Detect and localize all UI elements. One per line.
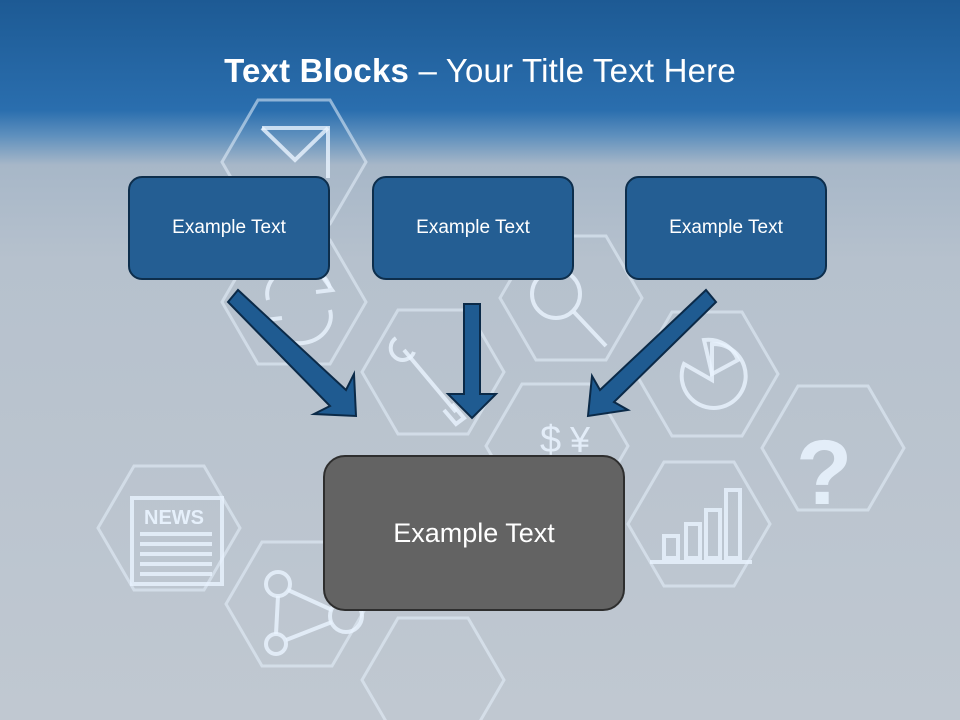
title-bold: Text Blocks — [224, 52, 410, 89]
question-mark-icon: ? — [796, 422, 852, 524]
arrow-right — [586, 288, 718, 418]
center-text-block-label: Example Text — [393, 517, 555, 548]
arrow-center — [445, 303, 499, 420]
dollar-icon: $ — [540, 419, 561, 461]
slide-title: Text Blocks – Your Title Text Here — [0, 52, 960, 90]
pie-chart-icon — [679, 337, 748, 410]
text-block-1-label: Example Text — [172, 217, 286, 238]
wrench-icon — [388, 336, 467, 427]
network-icon — [264, 570, 364, 656]
center-text-block[interactable]: Example Text — [323, 455, 625, 611]
news-icon — [130, 496, 224, 586]
arrow-left — [226, 288, 358, 418]
news-label: NEWS — [144, 507, 204, 529]
text-block-3-label: Example Text — [669, 217, 783, 238]
bar-chart-icon — [650, 488, 752, 564]
text-block-1[interactable]: Example Text — [128, 176, 330, 280]
yen-icon: ¥ — [569, 419, 591, 460]
title-rest: – Your Title Text Here — [418, 52, 736, 89]
text-block-2[interactable]: Example Text — [372, 176, 574, 280]
text-block-2-label: Example Text — [416, 217, 530, 238]
envelope-icon — [260, 126, 330, 178]
text-block-3[interactable]: Example Text — [625, 176, 827, 280]
